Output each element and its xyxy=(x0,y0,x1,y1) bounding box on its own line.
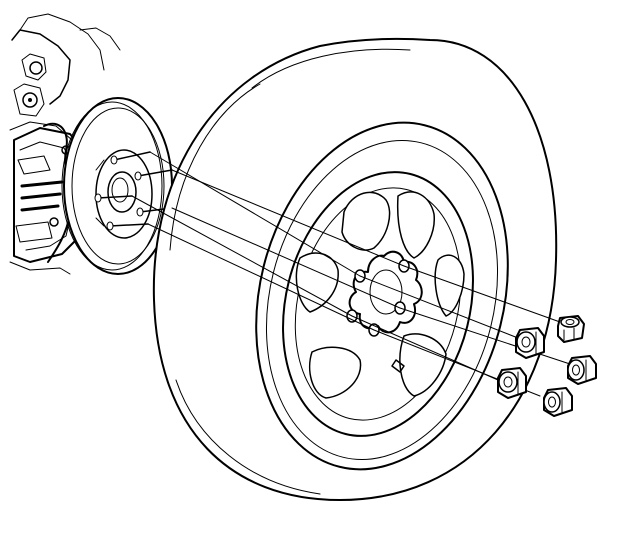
valve-stem xyxy=(391,359,405,373)
stud-alignment-lines xyxy=(131,151,571,397)
lug-nut xyxy=(557,315,585,343)
lug-nut xyxy=(497,367,527,399)
hub-studs xyxy=(94,151,173,231)
spoke-window xyxy=(434,254,465,317)
spoke-window xyxy=(396,191,435,259)
spoke-window xyxy=(308,346,362,399)
lug-nut xyxy=(515,327,545,359)
spoke-window xyxy=(399,333,447,397)
wheel-rim xyxy=(282,171,474,437)
brake-assembly xyxy=(9,13,121,275)
hub-rotor xyxy=(61,97,173,275)
lug-nut xyxy=(567,355,597,385)
lug-nuts xyxy=(497,315,597,417)
spoke-window xyxy=(341,191,391,251)
lug-nut xyxy=(543,387,573,417)
